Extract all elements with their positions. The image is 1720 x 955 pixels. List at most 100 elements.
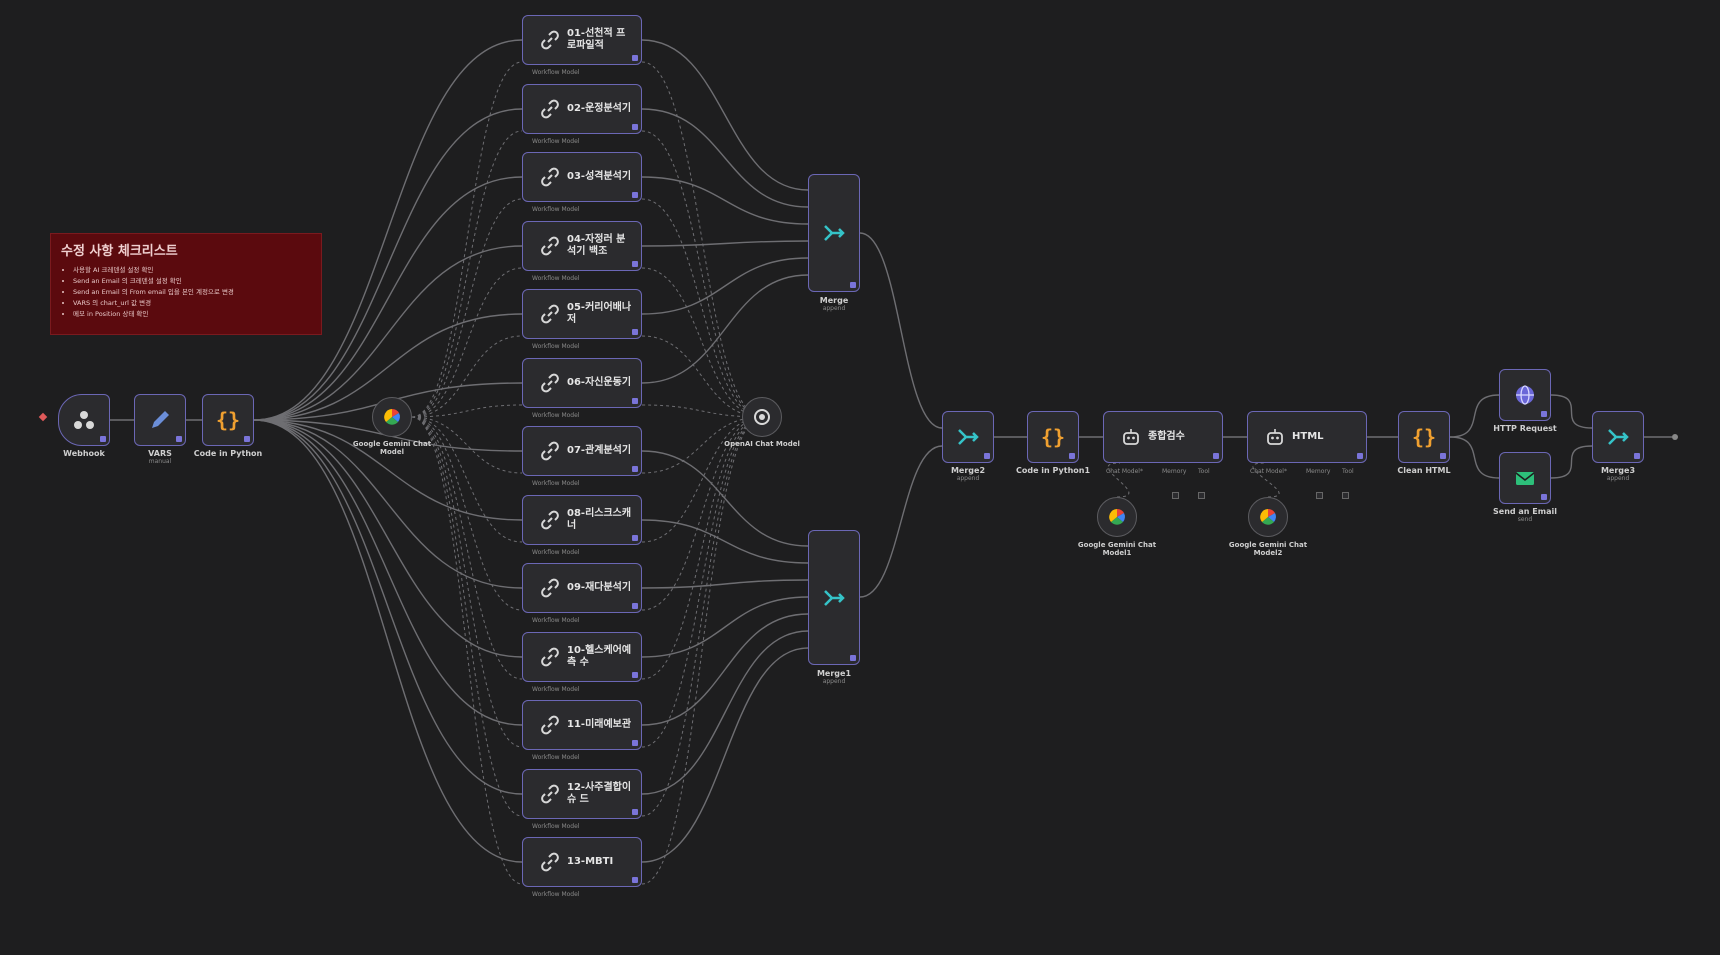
sub-workflow-node[interactable]: 12-사주결합이슈 드 [522, 769, 642, 819]
vars-node[interactable] [134, 394, 186, 446]
sub-workflow-node[interactable]: 13-MBTI [522, 837, 642, 887]
link-icon [537, 849, 563, 875]
clean-html-node[interactable]: {} [1398, 411, 1450, 463]
connection-wire[interactable] [411, 416, 523, 748]
connection-wire[interactable] [411, 267, 523, 418]
tool-add-port[interactable] [1198, 492, 1205, 499]
sub-workflow-node[interactable]: 01-선천적 프로파일적 [522, 15, 642, 65]
connection-wire[interactable] [253, 419, 523, 589]
connection-wire[interactable] [411, 198, 523, 418]
connection-wire[interactable] [253, 313, 523, 421]
connection-wire[interactable] [641, 416, 763, 474]
note-item: 메모 in Position 상태 확인 [73, 309, 311, 320]
connection-wire[interactable] [641, 647, 809, 863]
connection-wire[interactable] [411, 130, 523, 418]
connection-wire[interactable] [641, 39, 809, 191]
output-endpoint-icon[interactable] [1672, 434, 1678, 440]
connection-wire[interactable] [1550, 394, 1593, 429]
connection-wire[interactable] [859, 232, 943, 429]
connection-wire[interactable] [253, 176, 523, 421]
connection-wire[interactable] [253, 419, 523, 726]
merge3-node[interactable] [1592, 411, 1644, 463]
connection-wire[interactable] [411, 416, 523, 680]
connection-wire[interactable] [641, 416, 763, 611]
connection-wire[interactable] [641, 274, 809, 384]
connection-wire[interactable] [1252, 462, 1280, 498]
connection-wire[interactable] [641, 450, 809, 547]
memory-add-port[interactable] [1316, 492, 1323, 499]
connection-wire[interactable] [641, 416, 763, 885]
send-email-node[interactable] [1499, 452, 1551, 504]
sub-workflow-node[interactable]: 04-자정러 분석기 백조 [522, 221, 642, 271]
review-agent-node[interactable]: 종합검수 [1103, 411, 1223, 463]
connection-wire[interactable] [253, 419, 523, 863]
connection-wire[interactable] [253, 419, 523, 658]
gemini-model1-node[interactable] [1097, 497, 1137, 537]
sub-workflow-node[interactable]: 05-커리어배나저 [522, 289, 642, 339]
tool-add-port[interactable] [1342, 492, 1349, 499]
gemini-model2-node[interactable] [1248, 497, 1288, 537]
connection-wire[interactable] [411, 335, 523, 418]
connection-wire[interactable] [641, 61, 763, 418]
connection-wire[interactable] [641, 267, 763, 418]
merge1-title: Merge1 [816, 669, 852, 678]
connection-wire[interactable] [411, 416, 523, 817]
connection-wire[interactable] [1107, 462, 1130, 498]
connection-wire[interactable] [859, 445, 943, 598]
connection-wire[interactable] [641, 108, 809, 208]
sub-workflow-model-port: Workflow Model [532, 617, 580, 624]
sub-workflow-node[interactable]: 08-리스크스캐너 [522, 495, 642, 545]
connection-wire[interactable] [641, 198, 763, 418]
sub-workflow-model-port: Workflow Model [532, 754, 580, 761]
link-icon [537, 27, 563, 53]
connection-wire[interactable] [641, 416, 763, 680]
sub-workflow-node[interactable]: 02-운정분석기 [522, 84, 642, 134]
sub-workflow-node[interactable]: 09-재다분석기 [522, 563, 642, 613]
connection-wire[interactable] [641, 176, 809, 225]
connection-wire[interactable] [641, 519, 809, 564]
merge1-node[interactable] [808, 530, 860, 665]
openai-model-node[interactable] [742, 397, 782, 437]
html-agent-node[interactable]: HTML [1247, 411, 1367, 463]
connection-wire[interactable] [253, 419, 523, 521]
connection-wire[interactable] [641, 579, 809, 589]
sub-workflow-node[interactable]: 10-헬스케어예측 수 [522, 632, 642, 682]
connection-wire[interactable] [641, 335, 763, 418]
connection-wire[interactable] [641, 416, 763, 817]
webhook-node[interactable] [58, 394, 110, 446]
sub-workflow-node[interactable]: 11-미래예보관 [522, 700, 642, 750]
connection-wire[interactable] [1449, 394, 1500, 438]
merge2-node[interactable] [942, 411, 994, 463]
memory-add-port[interactable] [1172, 492, 1179, 499]
connection-wire[interactable] [253, 245, 523, 421]
connection-wire[interactable] [641, 257, 809, 315]
connection-wire[interactable] [641, 596, 809, 658]
sub-workflow-node[interactable]: 03-성격분석기 [522, 152, 642, 202]
code-python1-node[interactable]: {} [1027, 411, 1079, 463]
connection-wire[interactable] [411, 416, 523, 543]
connection-wire[interactable] [253, 108, 523, 421]
connection-wire[interactable] [641, 613, 809, 726]
connection-wire[interactable] [641, 240, 809, 247]
merge-node[interactable] [808, 174, 860, 292]
sub-workflow-node[interactable]: 06-자신운동기 [522, 358, 642, 408]
sticky-note[interactable]: 수정 사항 체크리스트 사용할 AI 크레덴셜 설정 확인 Send an Em… [50, 233, 322, 335]
connection-wire[interactable] [1449, 436, 1500, 479]
connection-wire[interactable] [641, 416, 763, 543]
connection-wire[interactable] [411, 416, 523, 885]
connection-wire[interactable] [1550, 445, 1593, 479]
sub-workflow-node[interactable]: 07-관계분석기 [522, 426, 642, 476]
code-python-node[interactable]: {} [202, 394, 254, 446]
connection-wire[interactable] [411, 416, 523, 611]
connection-wire[interactable] [411, 61, 523, 418]
http-request-node[interactable] [1499, 369, 1551, 421]
connection-wire[interactable] [253, 39, 523, 421]
connection-wire[interactable] [641, 630, 809, 795]
connection-wire[interactable] [253, 419, 523, 795]
connection-wire[interactable] [411, 404, 523, 418]
connection-wire[interactable] [411, 416, 523, 474]
connection-wire[interactable] [641, 416, 763, 748]
connection-wire[interactable] [641, 130, 763, 418]
gemini-model-node[interactable] [372, 397, 412, 437]
